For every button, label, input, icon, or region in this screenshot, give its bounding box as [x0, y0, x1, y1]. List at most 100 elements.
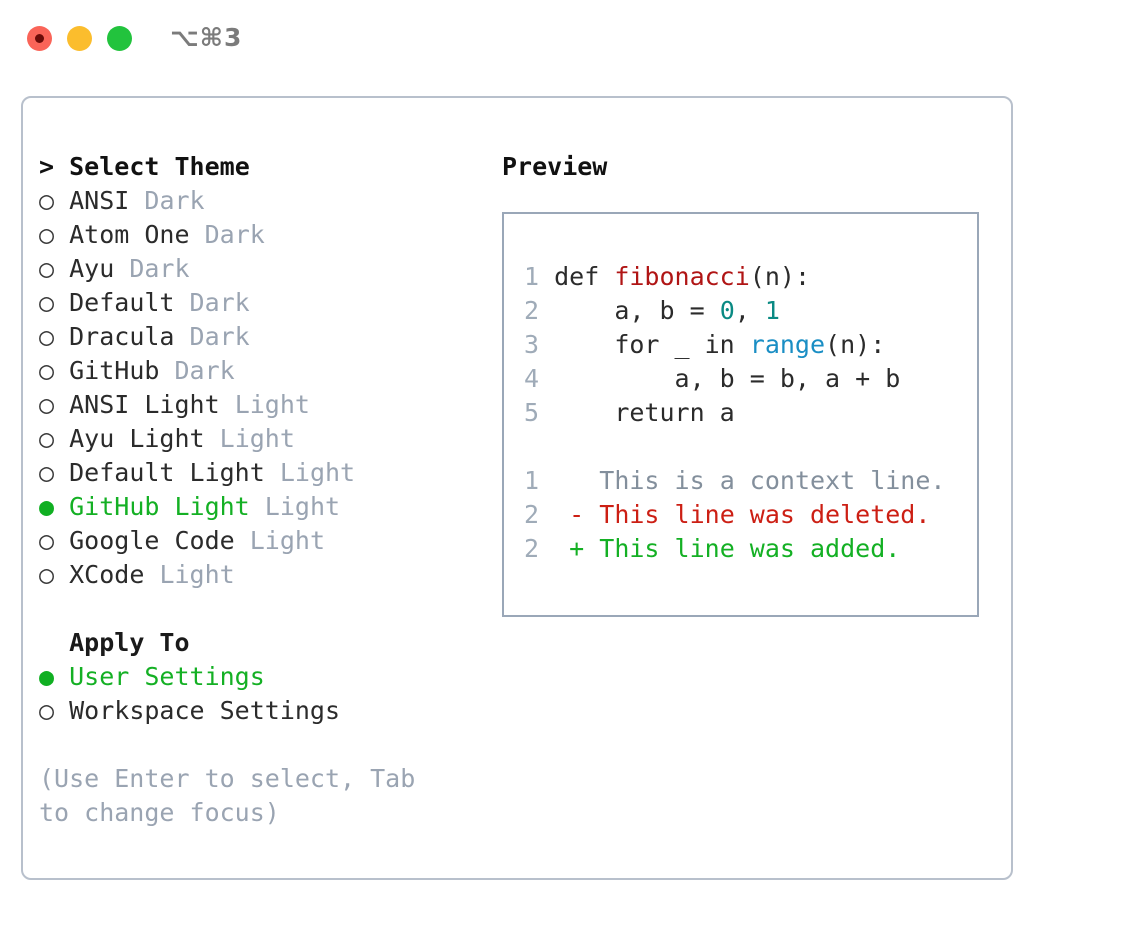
theme-kind-label: Light [264, 492, 341, 521]
apply-to-item[interactable]: ○ Workspace Settings [39, 694, 499, 728]
theme-kind-label: Light [219, 424, 295, 453]
radio-unselected-icon[interactable]: ○ [39, 288, 55, 317]
theme-name-label: Default [69, 288, 175, 317]
window-controls [27, 26, 132, 51]
theme-list-item[interactable]: ● GitHub Light Light [39, 490, 499, 524]
code-line: 3 for _ in range(n): [524, 328, 977, 362]
theme-name-label: Ayu Light [69, 424, 205, 453]
keyboard-hint: (Use Enter to select, Tab to change focu… [39, 764, 416, 827]
radio-unselected-icon[interactable]: ○ [39, 356, 55, 385]
code-line: 4 a, b = b, a + b [524, 362, 977, 396]
radio-unselected-icon[interactable]: ○ [39, 458, 55, 487]
theme-list-item[interactable]: ○ Ayu Light Light [39, 422, 499, 456]
theme-list-item[interactable]: ○ Default Dark [39, 286, 499, 320]
code-token: (n): [825, 330, 886, 359]
theme-list-item[interactable]: ○ ANSI Dark [39, 184, 499, 218]
theme-kind-label: Light [234, 390, 310, 419]
theme-list-item[interactable]: ○ Google Code Light [39, 524, 499, 558]
theme-list-item[interactable]: ○ ANSI Light Light [39, 388, 499, 422]
theme-list-item[interactable]: ○ XCode Light [39, 558, 499, 592]
theme-kind-label: Dark [189, 288, 250, 317]
panel-columns: > Select Theme ○ ANSI Dark○ Atom One Dar… [23, 98, 1011, 878]
apply-to-label: User Settings [69, 662, 265, 691]
code-token: , [734, 296, 765, 325]
minimize-button-icon[interactable] [67, 26, 92, 51]
diff-line: 2 + This line was added. [524, 532, 977, 566]
list-spacer [39, 592, 499, 626]
code-token: fibonacci [614, 262, 750, 291]
radio-unselected-icon[interactable]: ○ [39, 696, 55, 725]
code-line: 5 return a [524, 396, 977, 430]
theme-list-item[interactable]: ○ Default Light Light [39, 456, 499, 490]
code-token: return a [554, 398, 735, 427]
radio-unselected-icon[interactable]: ○ [39, 560, 55, 589]
select-theme-heading: > Select Theme [39, 150, 499, 184]
diff-sample: 1 This is a context line. 2 - This line w… [524, 464, 977, 566]
theme-kind-label: Dark [129, 254, 190, 283]
preview-heading: Preview [502, 152, 608, 181]
theme-kind-label: Light [249, 526, 326, 555]
code-token: range [749, 330, 826, 359]
code-token: 0 [719, 296, 735, 325]
radio-unselected-icon[interactable]: ○ [39, 220, 55, 249]
theme-selection-column: > Select Theme ○ ANSI Dark○ Atom One Dar… [39, 150, 499, 830]
theme-name-label: Ayu [69, 254, 115, 283]
theme-name-label: ANSI Light [69, 390, 220, 419]
diff-sign [569, 466, 584, 495]
select-theme-heading-label: Select Theme [69, 152, 250, 181]
code-line: 1 def fibonacci(n): [524, 260, 977, 294]
theme-name-label: Atom One [69, 220, 190, 249]
apply-to-item[interactable]: ● User Settings [39, 660, 499, 694]
code-token: def [554, 262, 615, 291]
theme-kind-label: Light [279, 458, 356, 487]
radio-unselected-icon[interactable]: ○ [39, 526, 55, 555]
diff-text: This line was added. [599, 534, 901, 563]
line-number: 5 [524, 398, 540, 427]
theme-name-label: GitHub [69, 356, 160, 385]
line-number: 1 [524, 262, 540, 291]
apply-to-heading: Apply To [39, 626, 499, 660]
line-number: 2 [524, 534, 540, 563]
line-number: 1 [524, 466, 540, 495]
main-panel: > Select Theme ○ ANSI Dark○ Atom One Dar… [21, 96, 1013, 880]
theme-name-label: Dracula [69, 322, 175, 351]
code-token: for _ in [554, 330, 750, 359]
theme-kind-label: Dark [204, 220, 265, 249]
code-token: a, b = b, a + b [554, 364, 901, 393]
prompt-caret-icon: > [39, 152, 55, 181]
theme-kind-label: Dark [144, 186, 205, 215]
radio-selected-icon[interactable]: ● [39, 662, 55, 691]
close-button-icon[interactable] [27, 26, 52, 51]
theme-list-item[interactable]: ○ Ayu Dark [39, 252, 499, 286]
preview-column: Preview 1 def fibonacci(n):2 a, b = 0, 1… [502, 150, 1002, 617]
theme-name-label: XCode [69, 560, 145, 589]
diff-sign: - [569, 500, 585, 529]
zoom-button-icon[interactable] [107, 26, 132, 51]
theme-list-item[interactable]: ○ Atom One Dark [39, 218, 499, 252]
line-number: 2 [524, 296, 540, 325]
code-line: 2 a, b = 0, 1 [524, 294, 977, 328]
code-diff-separator [524, 430, 977, 464]
theme-kind-label: Dark [189, 322, 250, 351]
theme-name-label: ANSI [69, 186, 130, 215]
apply-to-label: Workspace Settings [69, 696, 341, 725]
keyboard-shortcut-label: ⌥⌘3 [170, 23, 243, 52]
radio-selected-icon[interactable]: ● [39, 492, 55, 521]
radio-unselected-icon[interactable]: ○ [39, 186, 55, 215]
diff-text: This is a context line. [599, 466, 946, 495]
code-token: a, b = [554, 296, 720, 325]
theme-kind-label: Dark [174, 356, 235, 385]
theme-name-label: Default Light [69, 458, 265, 487]
theme-name-label: GitHub Light [69, 492, 250, 521]
radio-unselected-icon[interactable]: ○ [39, 424, 55, 453]
radio-unselected-icon[interactable]: ○ [39, 390, 55, 419]
theme-list-item[interactable]: ○ GitHub Dark [39, 354, 499, 388]
radio-unselected-icon[interactable]: ○ [39, 254, 55, 283]
theme-list-item[interactable]: ○ Dracula Dark [39, 320, 499, 354]
theme-list: ○ ANSI Dark○ Atom One Dark○ Ayu Dark○ De… [39, 184, 499, 592]
radio-unselected-icon[interactable]: ○ [39, 322, 55, 351]
line-number: 2 [524, 500, 540, 529]
